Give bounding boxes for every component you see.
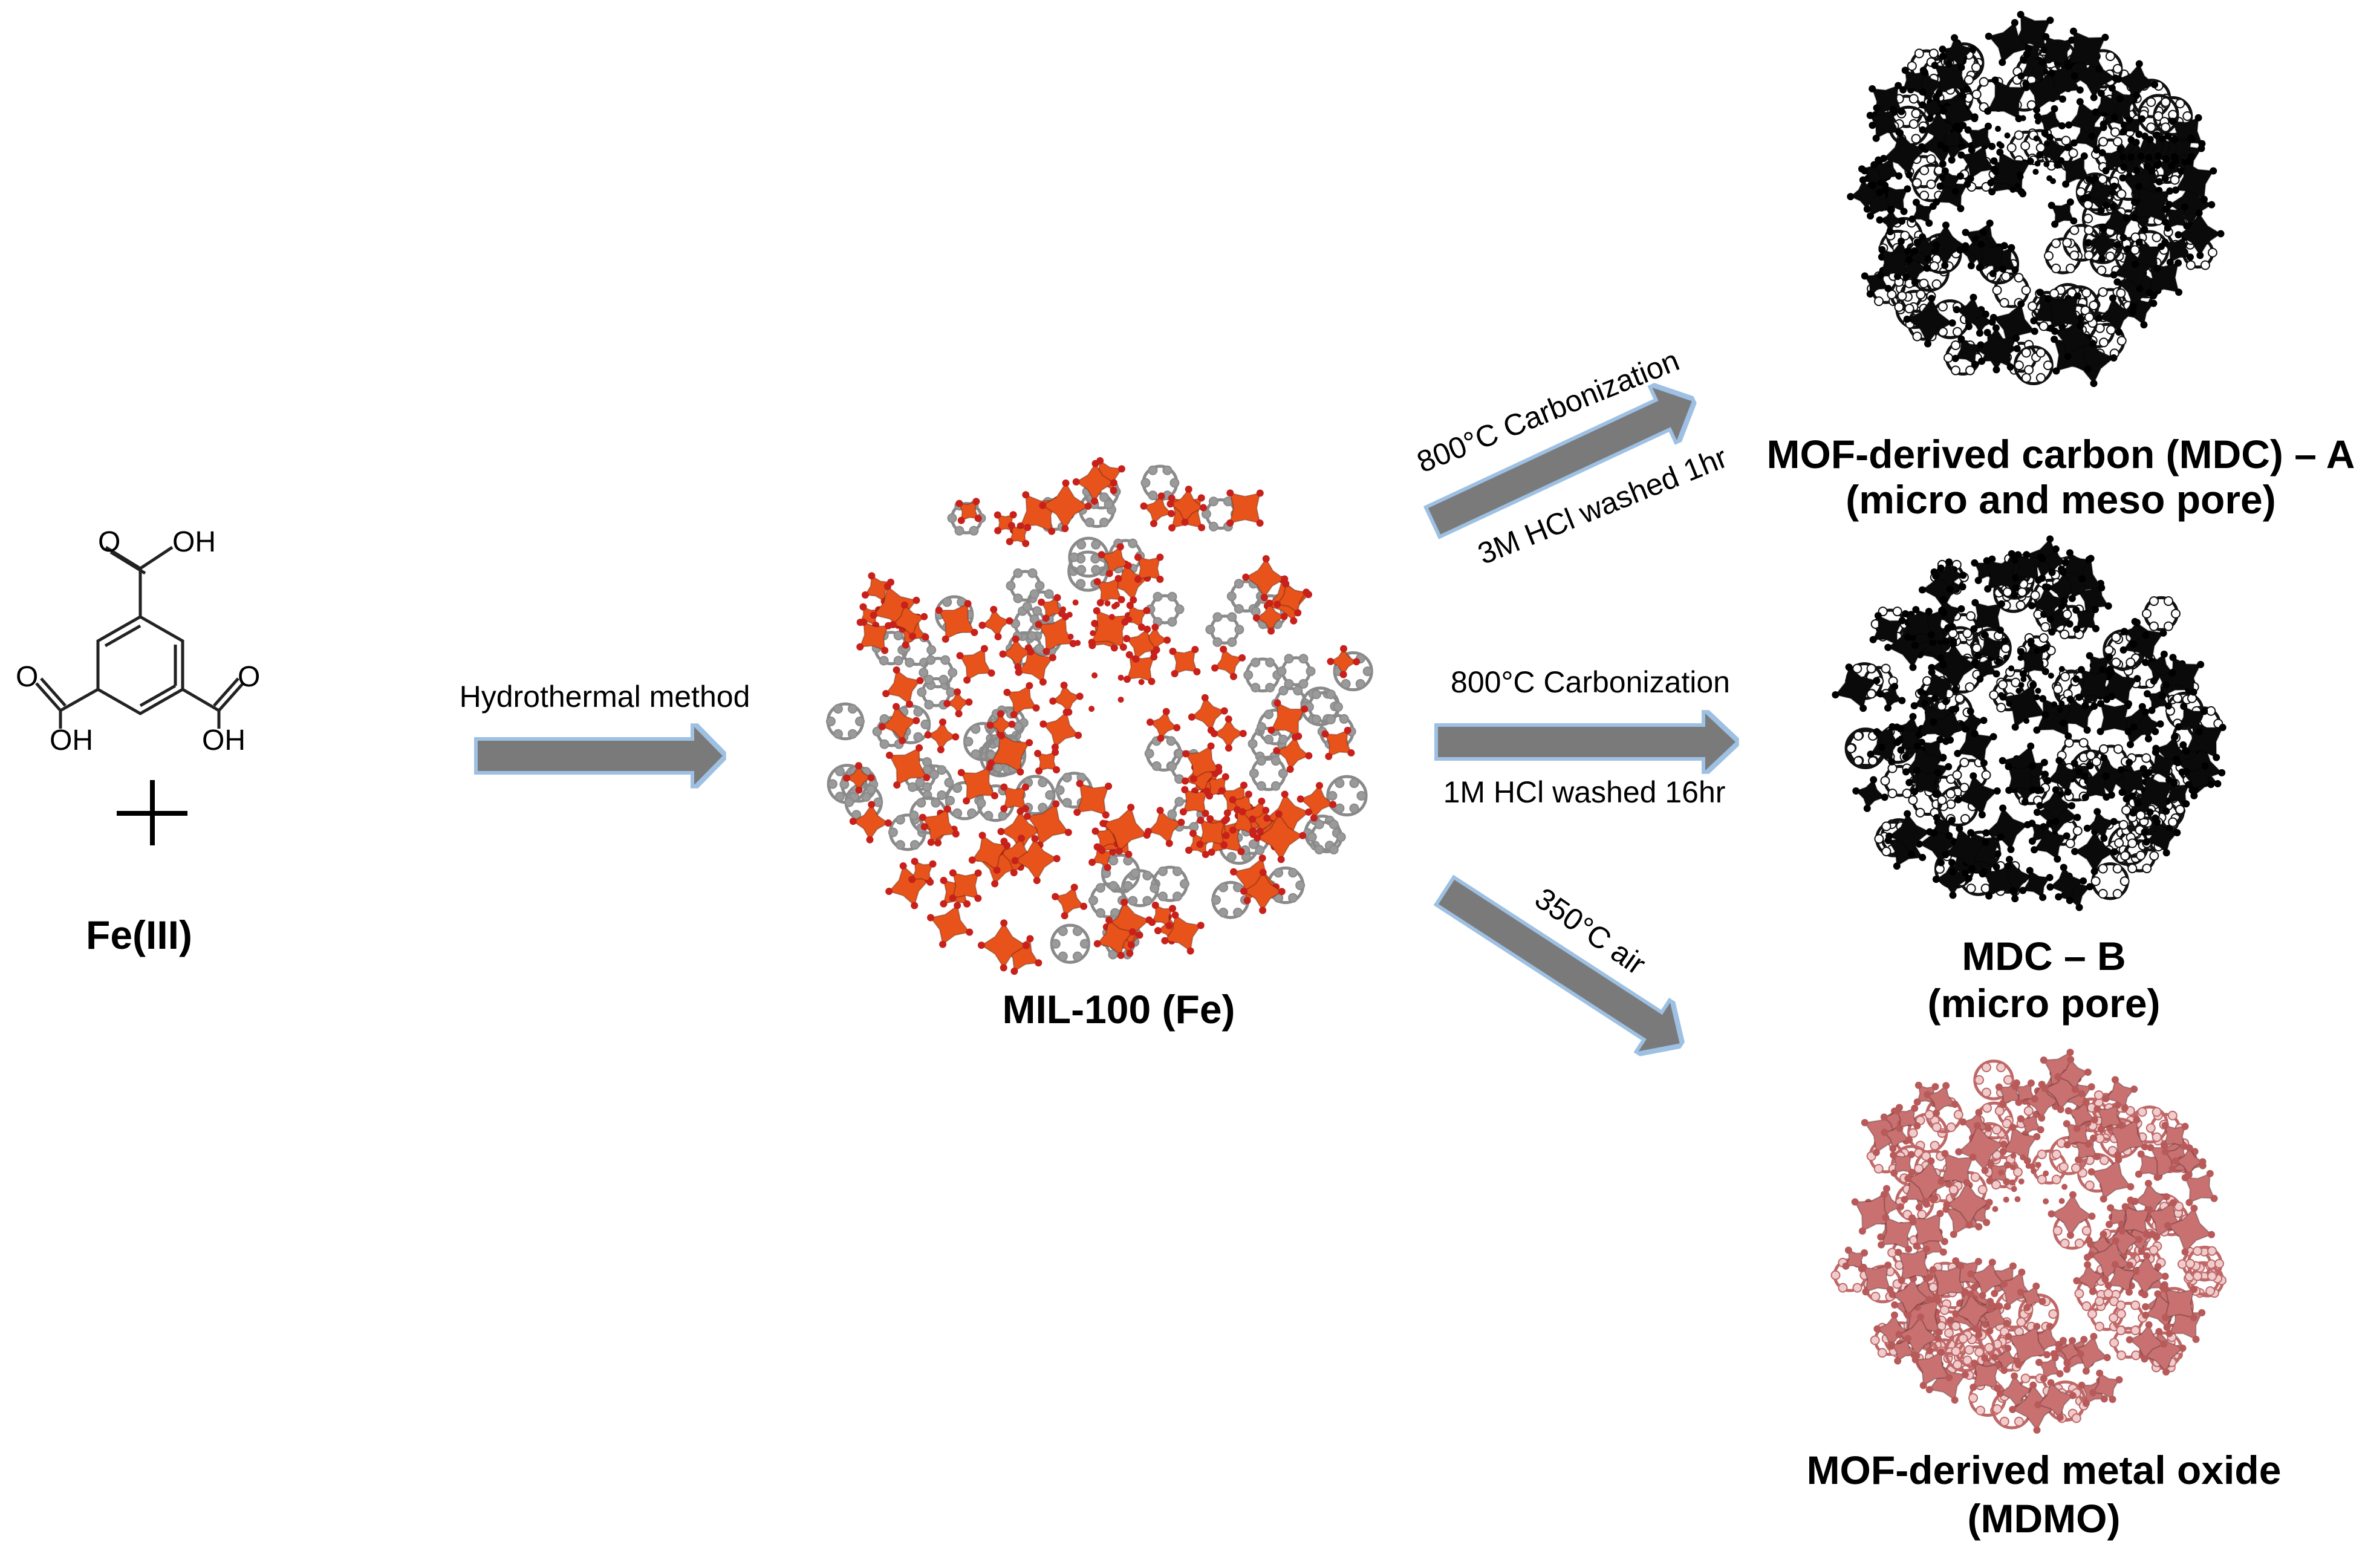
route-b-lower-label: 1M HCl washed 16hr <box>1443 775 1726 809</box>
mil-100-label: MIL-100 (Fe) <box>1002 987 1235 1032</box>
mdmo-subtitle: (MDMO) <box>1967 1496 2121 1541</box>
mdmo-title: MOF-derived metal oxide <box>1806 1448 2282 1492</box>
route-b-upper-label: 800°C Carbonization <box>1451 665 1730 699</box>
ligand-right-oh: OH <box>202 724 246 756</box>
hydrothermal-arrow <box>478 727 723 785</box>
mdc-b-subtitle: (micro pore) <box>1927 981 2161 1026</box>
mdc-a-structure <box>1847 11 2225 388</box>
mdc-b-title: MDC – B <box>1962 934 2126 978</box>
plus-icon <box>117 780 187 845</box>
ligand-left-o: O <box>16 661 38 693</box>
ligand-top-oh: OH <box>172 526 216 558</box>
route-c-arrow <box>1438 879 1680 1052</box>
hydrothermal-label: Hydrothermal method <box>459 680 750 714</box>
mil-100-fe-structure <box>825 457 1373 975</box>
ligand-top-o: O <box>98 526 120 558</box>
mdc-b-structure <box>1832 535 2227 911</box>
route-b-arrow <box>1438 714 1735 770</box>
mdmo-structure <box>1830 1049 2227 1434</box>
route-a-arrow <box>1428 387 1692 535</box>
trimesic-acid-structure <box>35 545 244 729</box>
metal-label: Fe(III) <box>86 912 192 957</box>
mdc-a-subtitle: (micro and meso pore) <box>1846 477 2276 522</box>
mdc-a-title: MOF-derived carbon (MDC) – A <box>1766 432 2355 477</box>
ligand-right-o: O <box>238 661 260 693</box>
ligand-left-oh: OH <box>50 724 93 756</box>
